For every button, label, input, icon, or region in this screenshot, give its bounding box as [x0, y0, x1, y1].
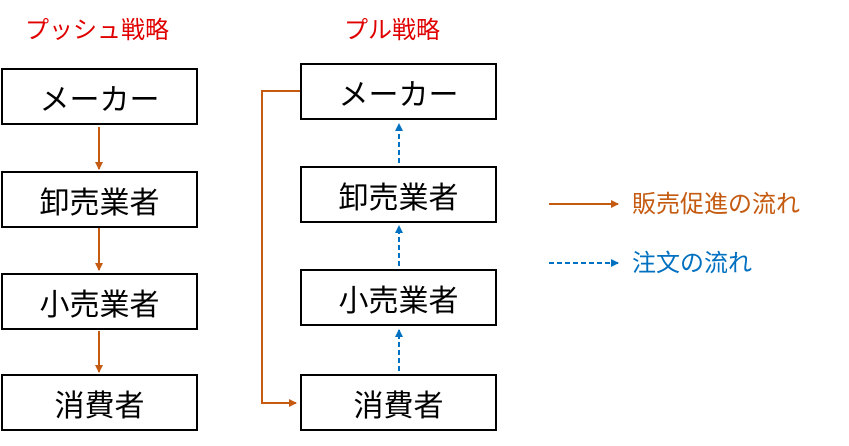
push-strategy-title: プッシュ戦略 [25, 16, 169, 44]
pull-box-retailer: 小売業者 [300, 269, 497, 326]
push-box-consumer: 消費者 [1, 374, 198, 431]
push-box-wholesaler: 卸売業者 [1, 171, 198, 228]
push-box-retailer: 小売業者 [1, 273, 198, 330]
pull-arrow-maker-consumer [261, 90, 300, 407]
pull-strategy-title: プル戦略 [344, 16, 440, 44]
pull-box-wholesaler: 卸売業者 [300, 166, 497, 223]
pull-box-consumer: 消費者 [300, 374, 497, 431]
legend-order-label: 注文の流れ [632, 249, 752, 277]
pull-box-maker: メーカー [300, 63, 497, 120]
push-box-maker: メーカー [1, 68, 198, 125]
legend-promotion-label: 販売促進の流れ [632, 190, 800, 218]
